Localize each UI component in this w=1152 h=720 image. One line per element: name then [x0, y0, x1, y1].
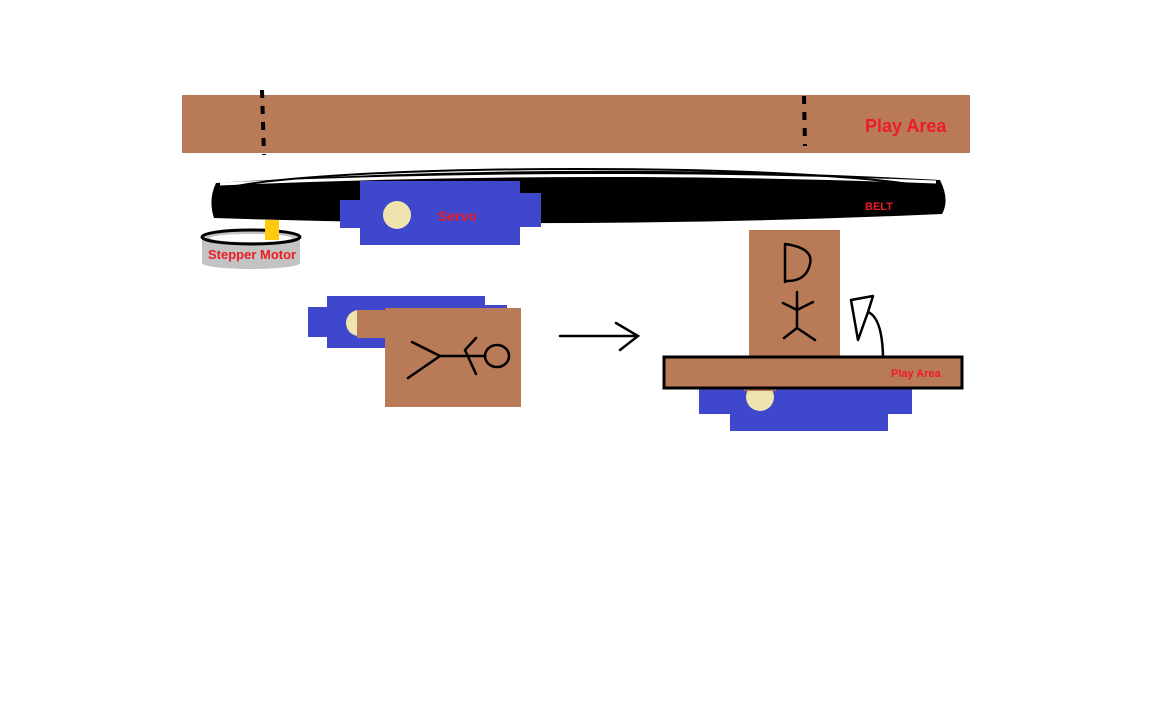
play-area-side-bar — [662, 355, 964, 390]
belt-loop: BELT — [211, 168, 946, 224]
figure-card-lying-main — [385, 308, 521, 407]
stick-figure-standing — [781, 242, 817, 342]
stepper-motor: Stepper Motor — [200, 220, 302, 269]
play-area-strip — [182, 95, 970, 153]
belt-outline — [213, 168, 943, 222]
stepper-top-face — [210, 234, 292, 242]
servo-lying-tab-left — [308, 307, 330, 337]
servo-on-belt: Servo — [340, 181, 541, 245]
figure-head — [783, 242, 812, 284]
stick-figure-lying — [406, 336, 511, 380]
servo-standing-tab-right — [886, 388, 912, 414]
servo-tab-right — [518, 193, 541, 227]
stepper-bottom — [202, 257, 300, 269]
stepper-motor-label: Stepper Motor — [208, 247, 296, 262]
belt-inner-edge — [219, 173, 937, 186]
left-dashed-marker — [260, 89, 266, 156]
figure-arms — [781, 300, 815, 312]
play-area-side-label: Play Area — [891, 368, 942, 380]
play-area-top-label: Play Area — [865, 116, 947, 136]
top-play-area: Play Area — [182, 89, 970, 156]
figure-legs — [782, 326, 817, 342]
servo-standing-tab-left — [699, 388, 732, 414]
servo-figure-lying — [308, 296, 521, 407]
arrow-head — [614, 321, 641, 352]
figure-arms — [463, 336, 478, 376]
belt-label: BELT — [865, 201, 893, 213]
servo-label: Servo — [438, 208, 477, 224]
figure-card-lying — [357, 310, 387, 338]
rotation-arrow — [849, 294, 885, 357]
stepper-shaft — [265, 220, 279, 240]
figure-legs — [406, 340, 442, 380]
transition-arrow — [558, 321, 641, 352]
figure-card-standing — [749, 230, 840, 362]
servo-horn — [383, 201, 411, 229]
servo-figure-standing: Play Area — [662, 230, 964, 431]
